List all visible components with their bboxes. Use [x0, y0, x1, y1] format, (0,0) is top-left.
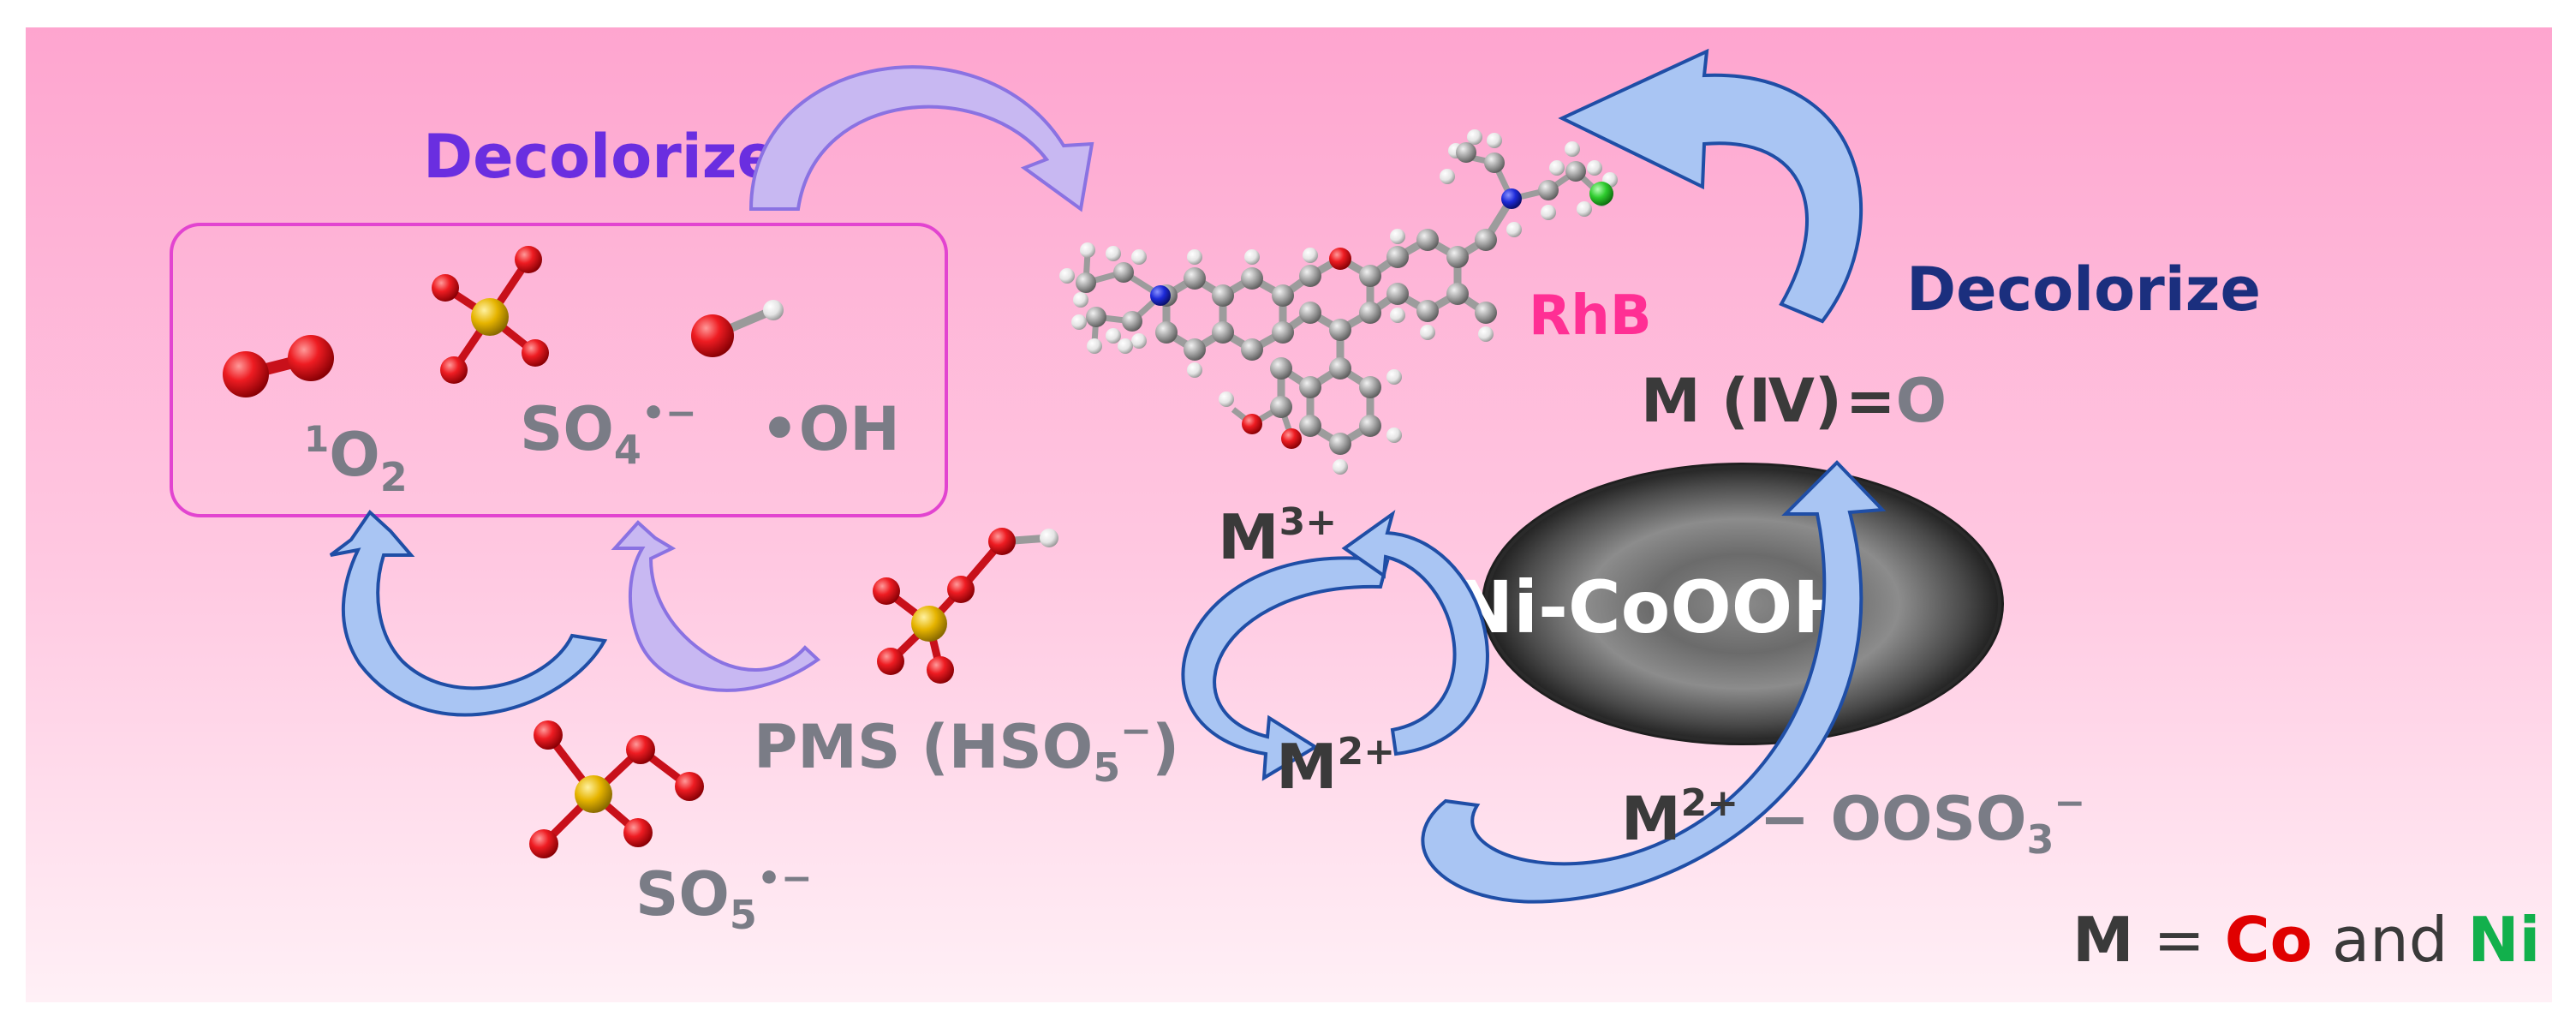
catalyst-ellipse — [1482, 463, 2004, 745]
decolorize-left-label: Decolorize — [423, 122, 778, 192]
pms-to-species-arrow — [611, 520, 821, 692]
metal-peroxo-complex-label: M2+ − OOSO3− — [1621, 781, 2085, 863]
sulfate-radical-molecule — [432, 246, 549, 384]
decolorize-left-arrow — [748, 65, 1094, 212]
pms-label: PMS (HSO5−) — [754, 709, 1179, 791]
m2-label: M2+ — [1276, 730, 1395, 803]
catalyst-ellipse-rim — [1484, 465, 2001, 743]
catalyst-label: Ni-CoOOH — [1453, 565, 1852, 649]
so5-radical-molecule — [529, 720, 704, 858]
reactive-species-box — [170, 223, 948, 517]
rhb-molecule — [1059, 129, 1618, 475]
chloride-ion — [1589, 182, 1613, 206]
decolorize-right-arrow — [1558, 48, 1863, 324]
so5-to-species-arrow — [329, 509, 608, 717]
reduction-arrow — [1181, 556, 1390, 781]
complex-to-oxo-arrow — [1421, 460, 1887, 904]
m3-label: M3+ — [1218, 500, 1337, 573]
singlet-oxygen-label: 1O2 — [304, 418, 408, 500]
so5-radical-label: SO5•− — [635, 857, 813, 938]
sulfate-radical-label: SO4•− — [520, 391, 697, 473]
singlet-oxygen-molecule — [223, 335, 334, 397]
hydroxyl-radical-molecule — [691, 300, 784, 357]
pms-molecule — [873, 528, 1058, 684]
decolorize-right-label: Decolorize — [1906, 254, 2261, 325]
metal-oxo-label: M (Ⅳ)=O — [1641, 366, 1947, 436]
metal-legend: M = Co and Ni — [2072, 904, 2540, 976]
hydroxyl-radical-label: •OH — [760, 394, 900, 464]
oxidation-arrow — [1341, 510, 1489, 756]
rhb-label: RhB — [1529, 284, 1652, 348]
